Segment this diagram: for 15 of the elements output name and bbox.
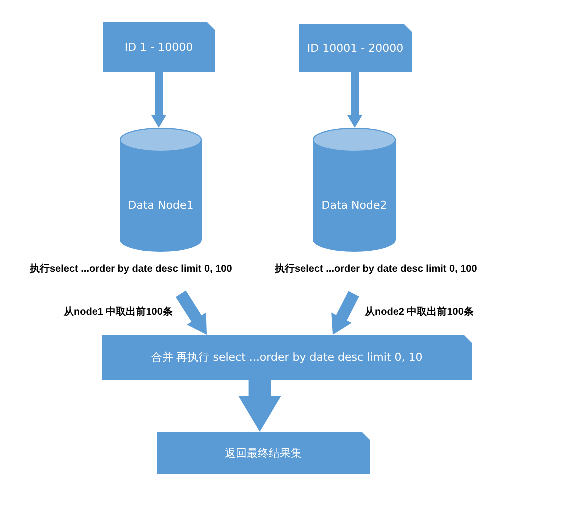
result-box: 返回最终结果集: [157, 432, 370, 474]
block-arrow: [176, 290, 207, 335]
query-note: 执行select ...order by date desc limit 0, 100: [275, 262, 478, 276]
range-box: ID 10001 - 20000: [299, 24, 412, 72]
edge-label: 从node1 中取出前100条: [64, 306, 173, 319]
range-box: ID 1 - 10000: [103, 22, 215, 72]
block-arrow: [332, 291, 360, 335]
block-arrow: [151, 72, 167, 128]
node-label: Data Node1: [128, 198, 194, 212]
edge-label: 从node2 中取出前100条: [365, 306, 474, 319]
query-note: 执行select ...order by date desc limit 0, 100: [30, 262, 232, 276]
block-arrow: [238, 380, 282, 432]
block-arrow: [347, 72, 363, 128]
node-label: Data Node2: [322, 198, 388, 212]
merge-box: 合并 再执行 select ...order by date desc limit 0, 10: [102, 335, 472, 380]
